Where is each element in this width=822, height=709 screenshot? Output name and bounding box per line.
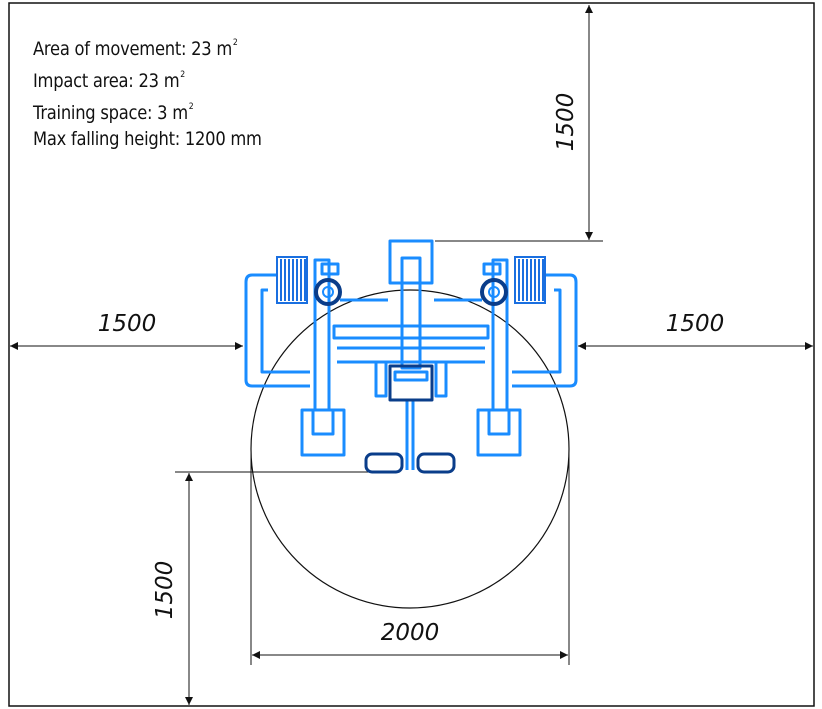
spec-impact-text: Impact area: 23 m (33, 70, 180, 92)
dimension-diameter (250, 449, 570, 665)
dimension-diameter-label: 2000 (381, 620, 440, 646)
spec-training-space: Training space: 3 m2 (33, 94, 262, 126)
spec-movement-text: Area of movement: 23 m (33, 38, 233, 60)
dimension-top-label: 1500 (553, 93, 579, 152)
spec-block: Area of movement: 23 m2 Impact area: 23 … (33, 30, 262, 152)
dimension-right-label: 1500 (666, 311, 725, 337)
left-frame (244, 273, 310, 388)
seat (388, 364, 434, 402)
dimension-top (435, 5, 603, 242)
dimension-bottom-label: 1500 (152, 561, 178, 620)
top-pad (388, 239, 434, 285)
crossbar (332, 324, 490, 340)
right-weight-plates (514, 256, 546, 304)
safety-zone-border (8, 2, 815, 707)
dimension-left-label: 1500 (98, 311, 157, 337)
fitness-equipment-top-view (244, 239, 578, 474)
spec-movement-area: Area of movement: 23 m2 (33, 30, 262, 62)
spec-training-text: Training space: 3 m (33, 102, 188, 124)
dimension-bottom (175, 471, 400, 705)
center-column (400, 256, 422, 370)
left-weight-plates (276, 256, 308, 304)
spec-training-sup: 2 (188, 102, 194, 112)
spec-impact-sup: 2 (180, 70, 185, 80)
left-foot-roller (364, 452, 404, 474)
right-foot-roller (416, 452, 456, 474)
spec-impact-area: Impact area: 23 m2 (33, 62, 262, 94)
spec-movement-sup: 2 (232, 38, 238, 48)
right-pivot (480, 278, 508, 306)
left-pivot (314, 278, 342, 306)
right-frame (512, 273, 578, 388)
spec-falling-height: Max falling height: 1200 mm (33, 128, 262, 150)
